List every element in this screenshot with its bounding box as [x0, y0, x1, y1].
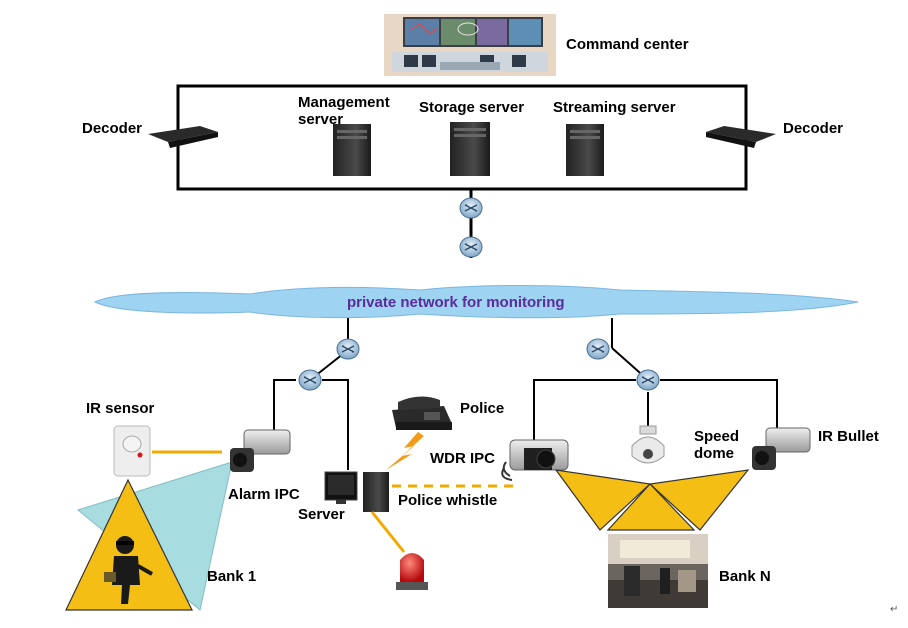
- monitor-wall-icon: [384, 14, 556, 76]
- police-label: Police: [460, 400, 505, 417]
- network-label: private network for monitoring: [347, 294, 565, 311]
- lightning-icon: [386, 432, 424, 470]
- router-icon: [336, 338, 360, 360]
- alarm-ipc-label: Alarm IPC: [228, 486, 300, 503]
- router-icon: [459, 197, 483, 219]
- dome-camera-icon: [631, 425, 665, 464]
- alarm-light-icon: [396, 553, 428, 590]
- phone-icon: [392, 396, 452, 430]
- bullet-camera-icon: [230, 429, 291, 472]
- wdr-ipc-label: WDR IPC: [430, 450, 495, 467]
- bank-n-label: Bank N: [719, 568, 771, 585]
- decoder-icon: [706, 126, 776, 148]
- alarm-light-link: [370, 511, 406, 553]
- cloud-icon: [93, 285, 859, 319]
- pc-icon: [324, 471, 389, 512]
- server-label: Server: [298, 506, 345, 523]
- bullet-camera-icon: [501, 439, 569, 481]
- ir-bullet-label: IR Bullet: [818, 428, 879, 445]
- storage-server-label: Storage server: [419, 99, 525, 116]
- speed-dome-label: Speed dome: [694, 428, 740, 462]
- router-icon: [298, 369, 322, 391]
- server-tower-icon: [333, 124, 371, 176]
- decoder-right-label: Decoder: [783, 120, 844, 137]
- bank-photo: [608, 534, 708, 608]
- server-tower-icon: [450, 122, 490, 176]
- router-icon: [586, 338, 610, 360]
- bank-n-coverage: [554, 469, 750, 531]
- router-icon: [636, 369, 660, 391]
- decoder-icon: [148, 126, 218, 148]
- ir-sensor-label: IR sensor: [86, 400, 155, 417]
- streaming-server-label: Streaming server: [553, 99, 676, 116]
- server-tower-icon: [566, 124, 604, 176]
- bank-1-label: Bank 1: [207, 568, 257, 585]
- access-links: [273, 318, 778, 470]
- ir-sensor-icon: [113, 425, 151, 477]
- router-icon: [459, 236, 483, 258]
- decoder-left-label: Decoder: [82, 120, 143, 137]
- police-whistle-label: Police whistle: [398, 492, 498, 509]
- management-server-label: Management server: [298, 94, 390, 128]
- bullet-camera-icon: [752, 427, 811, 470]
- command-center-label: Command center: [566, 36, 689, 53]
- alarm-ipc-coverage: [65, 461, 233, 611]
- thief-icon: [104, 536, 153, 604]
- return-mark: ↵: [890, 604, 899, 615]
